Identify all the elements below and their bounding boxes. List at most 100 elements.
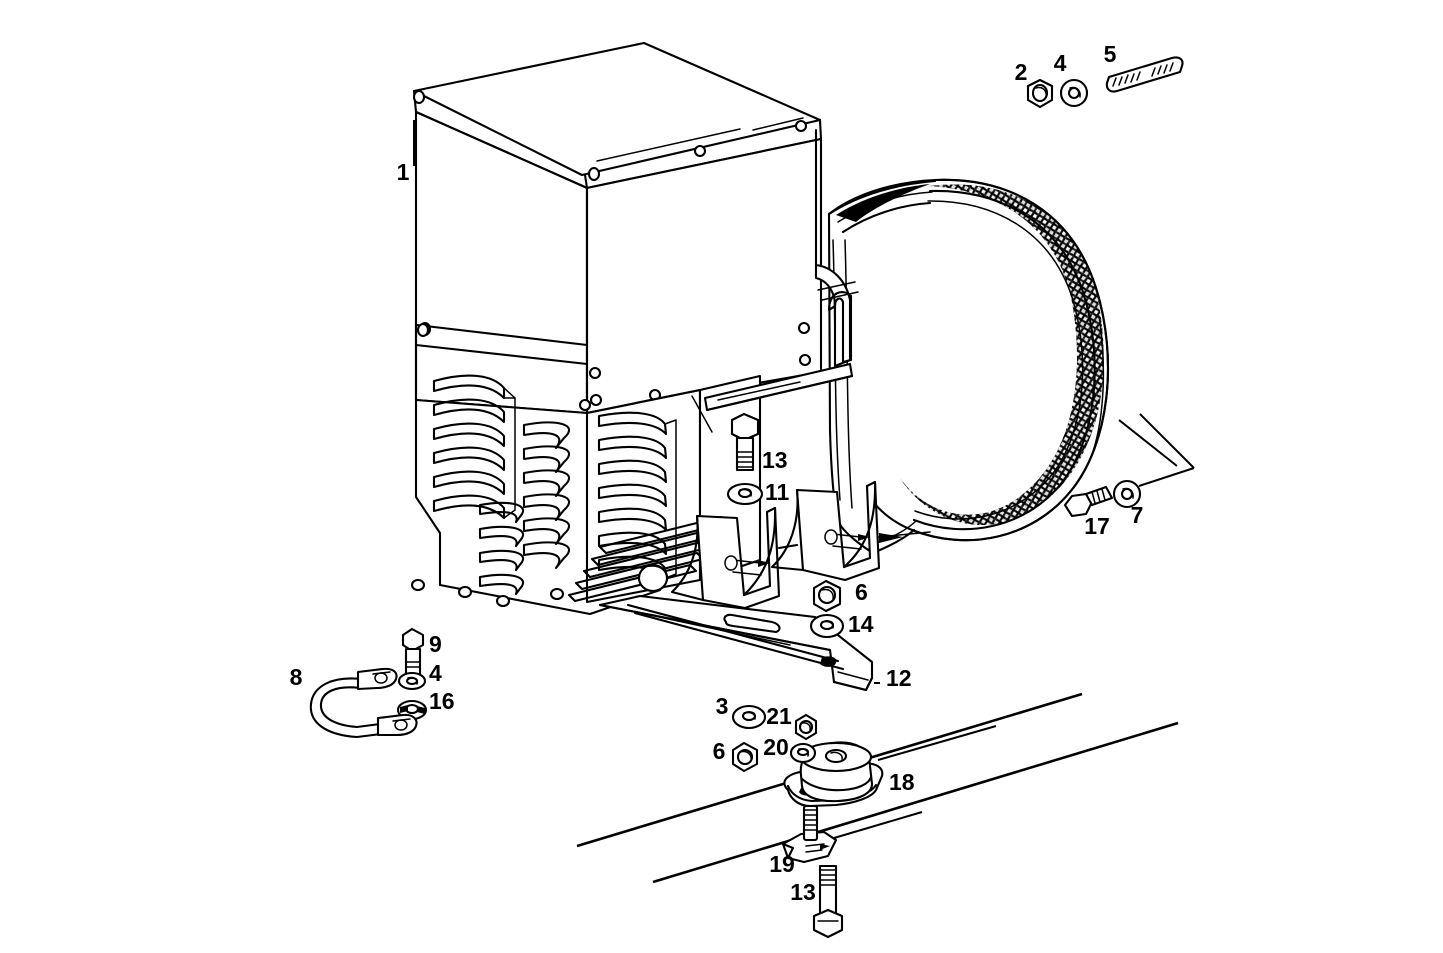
foot-right-web (770, 488, 805, 572)
generator-left-face-rib (414, 343, 589, 366)
drum-rear-edge-1 (827, 179, 937, 216)
generator-left-face-rib2 (415, 323, 589, 347)
mounting-rail (598, 594, 874, 692)
fastener-stud-5 (1105, 56, 1184, 93)
fastener-bolt-17 (1063, 485, 1114, 518)
chassis-rail-lower (652, 721, 1179, 884)
housing-plug-boss (637, 563, 669, 593)
fan-shroud-bracket (814, 128, 859, 368)
foot-left-web2 (742, 506, 777, 597)
shroud-bracket-slot (827, 291, 853, 364)
callout-21: 21 (766, 703, 792, 729)
lid-highlight-1 (596, 128, 741, 162)
bolt-13-shank (735, 436, 755, 472)
mounting-rail-slot (723, 613, 781, 634)
callout-18: 18 (889, 769, 915, 795)
callout-numbers: 1 2 4 5 13 11 6 14 17 7 9 4 16 8 12 3 21… (290, 41, 1144, 905)
callout-1: 1 (397, 159, 410, 185)
fastener-washer-14 (809, 613, 845, 639)
fastener-bolt-13-bottom (812, 864, 844, 939)
mounting-plate-19 (781, 804, 838, 864)
mounting-foot-right (770, 480, 881, 582)
drum-rim-inner-2 (914, 200, 1084, 520)
housing-mount-flange-edge (705, 374, 854, 412)
fastener-hex-nut-2 (1026, 78, 1054, 109)
callout-2: 2 (1015, 59, 1028, 85)
fastener-washer-4-left (397, 671, 427, 691)
mounting-rail-body (598, 594, 874, 692)
callout-6-center: 6 (855, 579, 868, 605)
leader-7-tail (1139, 413, 1195, 469)
stud-threads (803, 809, 818, 831)
terminal-box-right-face (585, 137, 823, 415)
fastener-washer-3 (731, 704, 767, 730)
bolt-17-threads (1091, 488, 1106, 504)
fastener-washer-4-top (1059, 78, 1089, 108)
fastener-washer-7 (1112, 479, 1142, 509)
callout-13-bottom: 13 (790, 879, 816, 905)
foot-right-body (795, 480, 881, 582)
drum-rim-highlight (1089, 315, 1105, 461)
callout-4-left: 4 (429, 660, 442, 686)
foot-right-arrow (879, 533, 903, 543)
drum-rim-inner-1 (912, 189, 1096, 531)
bolt-9-threads (405, 661, 421, 668)
flange-weld-ticks (691, 395, 713, 433)
fastener-locknut-6-bottom (731, 741, 759, 773)
callout-4-top: 4 (1054, 50, 1067, 76)
callout-8: 8 (290, 664, 303, 690)
foot-left-body (695, 506, 781, 610)
callout-14: 14 (848, 611, 874, 637)
mounting-plate-notch (781, 842, 795, 860)
callout-6-bottom: 6 (713, 738, 726, 764)
generator-front-face-edge (585, 388, 702, 415)
shroud-bracket-plate (814, 263, 852, 368)
leader-7-upper (1118, 419, 1178, 467)
mounting-foot-left (670, 506, 781, 610)
mounting-rail-hole (820, 656, 837, 667)
foot-right-web2 (842, 480, 877, 569)
bolt-13-bottom-head (812, 908, 844, 939)
callout-17: 17 (1084, 513, 1110, 539)
leader-lines (413, 120, 1195, 839)
mounting-rail-highlight (649, 614, 791, 646)
louver-group-left-c (478, 501, 525, 596)
mounting-feet-brackets (670, 480, 931, 610)
ground-strap-8 (309, 667, 418, 739)
callout-7: 7 (1131, 502, 1144, 528)
terminal-box-lid-screws (412, 89, 808, 182)
fan-intake-screen (827, 178, 1109, 555)
bolt-9-head (401, 627, 425, 653)
fastener-hexnut-21 (794, 713, 818, 741)
rubber-vibration-mount (783, 741, 884, 808)
fastener-washer-11 (726, 482, 764, 506)
foot-left-web (670, 514, 705, 602)
mounting-rail-end (832, 676, 874, 692)
bolt-13-head (730, 412, 760, 442)
bolt-13-bottom-threads (819, 869, 837, 886)
bolt-13-threads (736, 451, 754, 468)
fastener-locknut-6-center (812, 579, 842, 613)
fastener-bolt-13-center (730, 412, 760, 472)
callout-11: 11 (765, 479, 790, 505)
callout-5: 5 (1104, 41, 1117, 67)
stud-5-body (1105, 56, 1184, 93)
mounting-plate-stud (802, 804, 819, 842)
callout-12: 12 (886, 665, 912, 691)
drum-rear-edge-3 (841, 201, 932, 234)
bolt-13-bottom-shank (818, 864, 838, 918)
louver-group-left-a (432, 374, 516, 520)
callout-20: 20 (763, 734, 789, 760)
fastener-washer-20 (789, 742, 817, 764)
mount-waistline (800, 775, 873, 792)
feet-connector-tab (777, 543, 799, 550)
callout-13-center: 13 (762, 447, 788, 473)
louver-group-left-b (522, 421, 571, 570)
callout-19: 19 (769, 851, 795, 877)
leader-18 (877, 725, 997, 761)
leader-19 (833, 811, 923, 839)
leader-7-lower (1138, 467, 1195, 487)
generator-housing (410, 41, 859, 616)
drum-shadow-cap (836, 184, 930, 222)
